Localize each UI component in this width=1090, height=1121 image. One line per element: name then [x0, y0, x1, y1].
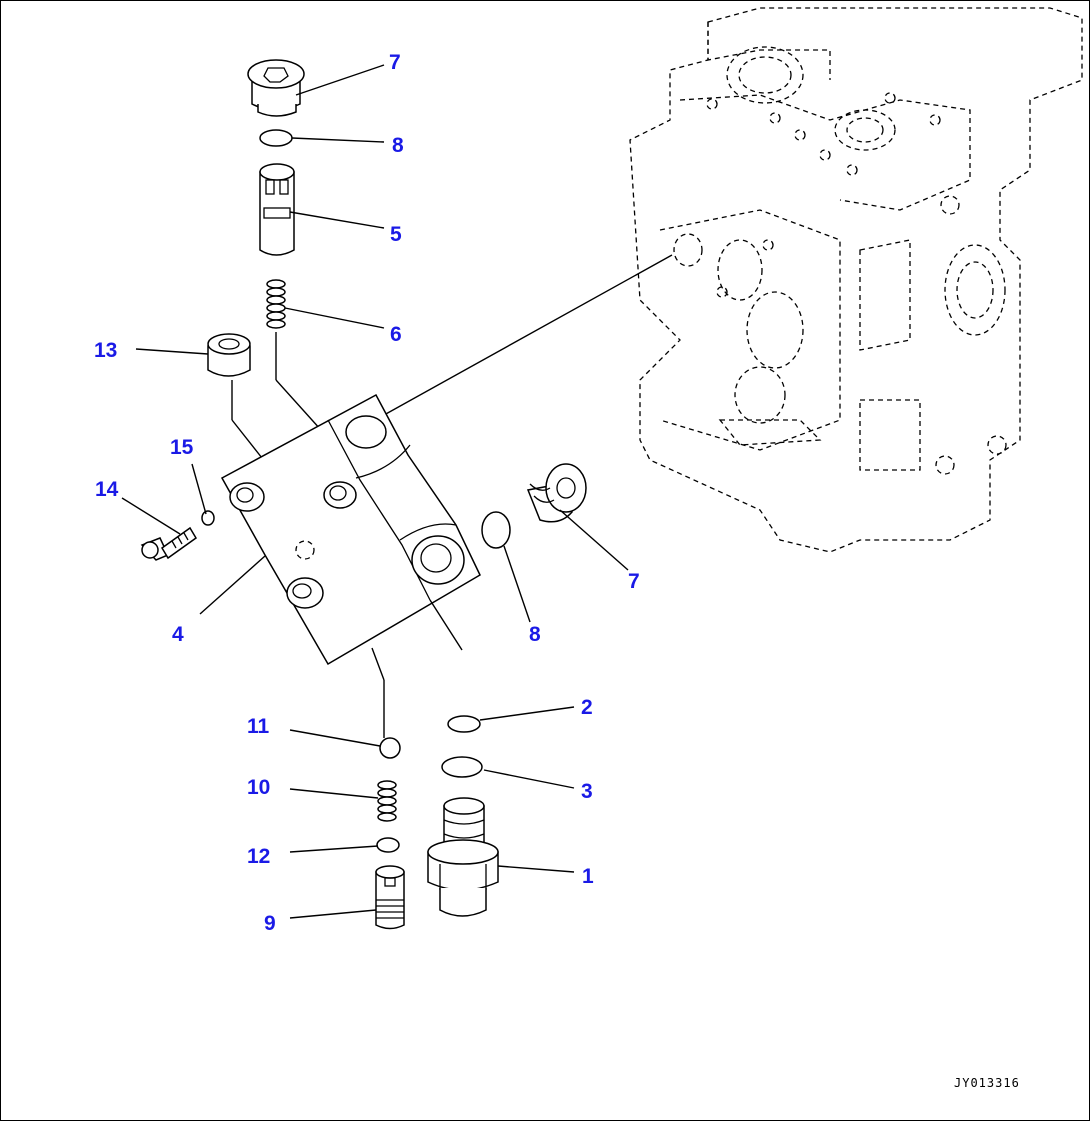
leader-lines: [121, 64, 629, 919]
callout-part-12[interactable]: 12: [247, 845, 271, 868]
seat: [375, 865, 405, 930]
callout-part-1[interactable]: 1: [582, 865, 594, 888]
callout-part-11[interactable]: 11: [247, 715, 270, 738]
valve-body-phantom: [629, 7, 1083, 553]
oring-3: [441, 756, 483, 778]
callout-part-7-top[interactable]: 7: [389, 51, 401, 74]
drawing-code: JY013316: [954, 1076, 1020, 1090]
washer: [201, 510, 215, 526]
callout-part-10[interactable]: 10: [247, 776, 271, 799]
callout-part-3[interactable]: 3: [581, 780, 593, 803]
valve-cartridge: [427, 797, 499, 917]
plug-top: [247, 59, 305, 117]
callout-part-7-side[interactable]: 7: [628, 570, 640, 593]
spool: [259, 163, 295, 256]
callout-part-5[interactable]: 5: [390, 223, 402, 246]
spring-top: [266, 279, 331, 441]
bolt: [140, 526, 197, 561]
plug-side: [526, 463, 587, 523]
callout-part-9[interactable]: 9: [264, 912, 276, 935]
oring-top: [259, 129, 293, 147]
callout-part-8-side[interactable]: 8: [529, 623, 541, 646]
callout-part-14[interactable]: 14: [95, 478, 119, 501]
plug-13: [207, 333, 263, 459]
oring-2: [447, 715, 481, 733]
cover-plate: [220, 393, 481, 738]
oring-side: [481, 511, 511, 549]
callout-part-2[interactable]: 2: [581, 696, 593, 719]
callout-part-13[interactable]: 13: [94, 339, 118, 362]
callout-part-6[interactable]: 6: [390, 323, 402, 346]
callout-part-4[interactable]: 4: [172, 623, 184, 646]
ring-12: [376, 837, 400, 853]
callout-part-8-top[interactable]: 8: [392, 134, 404, 157]
spring-10: [377, 780, 397, 822]
ball: [379, 737, 401, 759]
callout-part-15[interactable]: 15: [170, 436, 194, 459]
